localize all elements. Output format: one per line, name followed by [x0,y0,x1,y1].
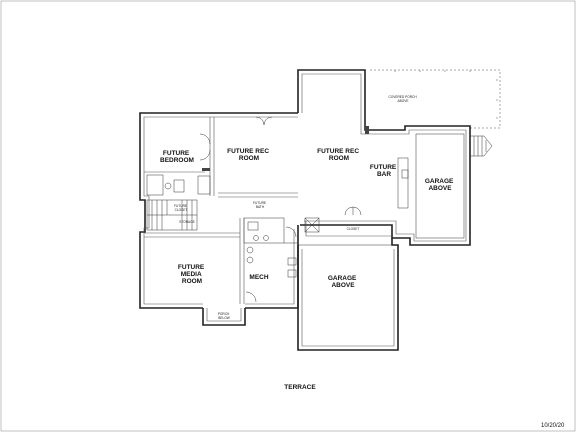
exterior-stair [470,135,493,157]
exterior-walls [139,69,471,351]
porch-below-outline [202,308,246,326]
door-swings [199,116,362,303]
label-covered-porch: COVERED PORCH ABOVE [388,95,417,103]
label-garage-above-main: GARAGE ABOVE [328,275,358,289]
wall-fill [365,126,369,134]
bath-fixtures [146,174,269,241]
garage-above-right-outline [415,133,465,239]
label-future-media-room: FUTURE MEDIA ROOM [178,264,206,285]
label-future-rec-room-right: FUTURE REC ROOM [317,148,361,162]
interior-stairs [146,199,198,231]
covered-porch-outline [370,69,501,129]
label-mech: MECH [249,274,268,281]
sheet-date: 10/20/20 [541,423,565,429]
label-terrace: TERRACE [284,384,316,391]
wall-fill [202,168,210,171]
label-future-bath: FUTURE BATH [253,201,267,209]
label-storage: STORAGE [179,220,195,224]
label-future-closet: FUTURE CLOSET [174,204,188,212]
label-porch-below: PORCH BELOW [218,312,230,320]
label-closet: CLOSET [347,227,360,231]
label-garage-above-right: GARAGE ABOVE [425,178,455,192]
label-future-bar: FUTURE BAR [370,164,398,178]
label-future-rec-room-left: FUTURE REC ROOM [227,148,271,162]
mech-equipment [246,217,320,278]
label-future-bedroom: FUTURE BEDROOM [160,150,194,164]
